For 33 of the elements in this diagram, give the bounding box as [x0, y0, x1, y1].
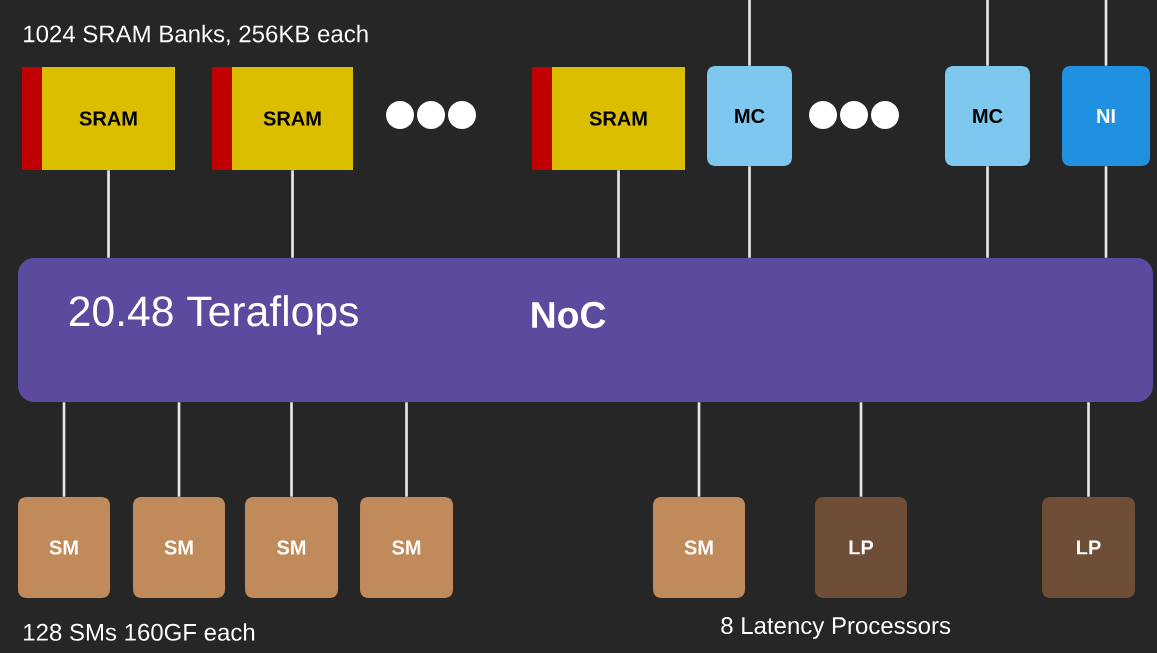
- connector-line: [748, 0, 751, 66]
- latency-processor-box: LP: [815, 497, 907, 598]
- network-interface-box: NI: [1062, 66, 1150, 166]
- connector-line: [617, 170, 620, 258]
- sram-box: SRAM: [212, 67, 353, 170]
- connector-line: [859, 402, 863, 497]
- memory-controller-box: MC: [945, 66, 1030, 166]
- connector-line: [986, 0, 989, 66]
- sram-box: SRAM: [532, 67, 685, 170]
- caption-text: 8 Latency Processors: [721, 617, 951, 639]
- latency-processor-box: LP: [1042, 497, 1135, 598]
- sm-box: SM: [653, 497, 745, 598]
- connector-line: [107, 170, 110, 258]
- memory-controller-box: MC: [707, 66, 792, 166]
- noc-band: 20.48 Teraflops NoC: [18, 258, 1153, 402]
- sm-box: SM: [133, 497, 225, 598]
- connector-line: [1087, 402, 1090, 497]
- sram-box: SRAM: [22, 67, 175, 170]
- connector-line: [697, 402, 701, 497]
- caption-text: 1024 SRAM Banks, 256KB each: [24, 24, 368, 46]
- connector-line: [405, 402, 408, 497]
- connector-line: [62, 402, 66, 497]
- sm-box: SM: [18, 497, 110, 598]
- connector-line: [986, 166, 989, 258]
- connector-line: [1104, 0, 1108, 66]
- connector-line: [290, 402, 293, 497]
- caption-text: 128 SMs 160GF each: [24, 623, 255, 641]
- connector-line: [748, 166, 751, 258]
- connector-line: [1104, 166, 1108, 258]
- sm-box: SM: [360, 497, 453, 598]
- connector-line: [291, 170, 294, 258]
- connector-line: [177, 402, 181, 497]
- sm-box: SM: [245, 497, 338, 598]
